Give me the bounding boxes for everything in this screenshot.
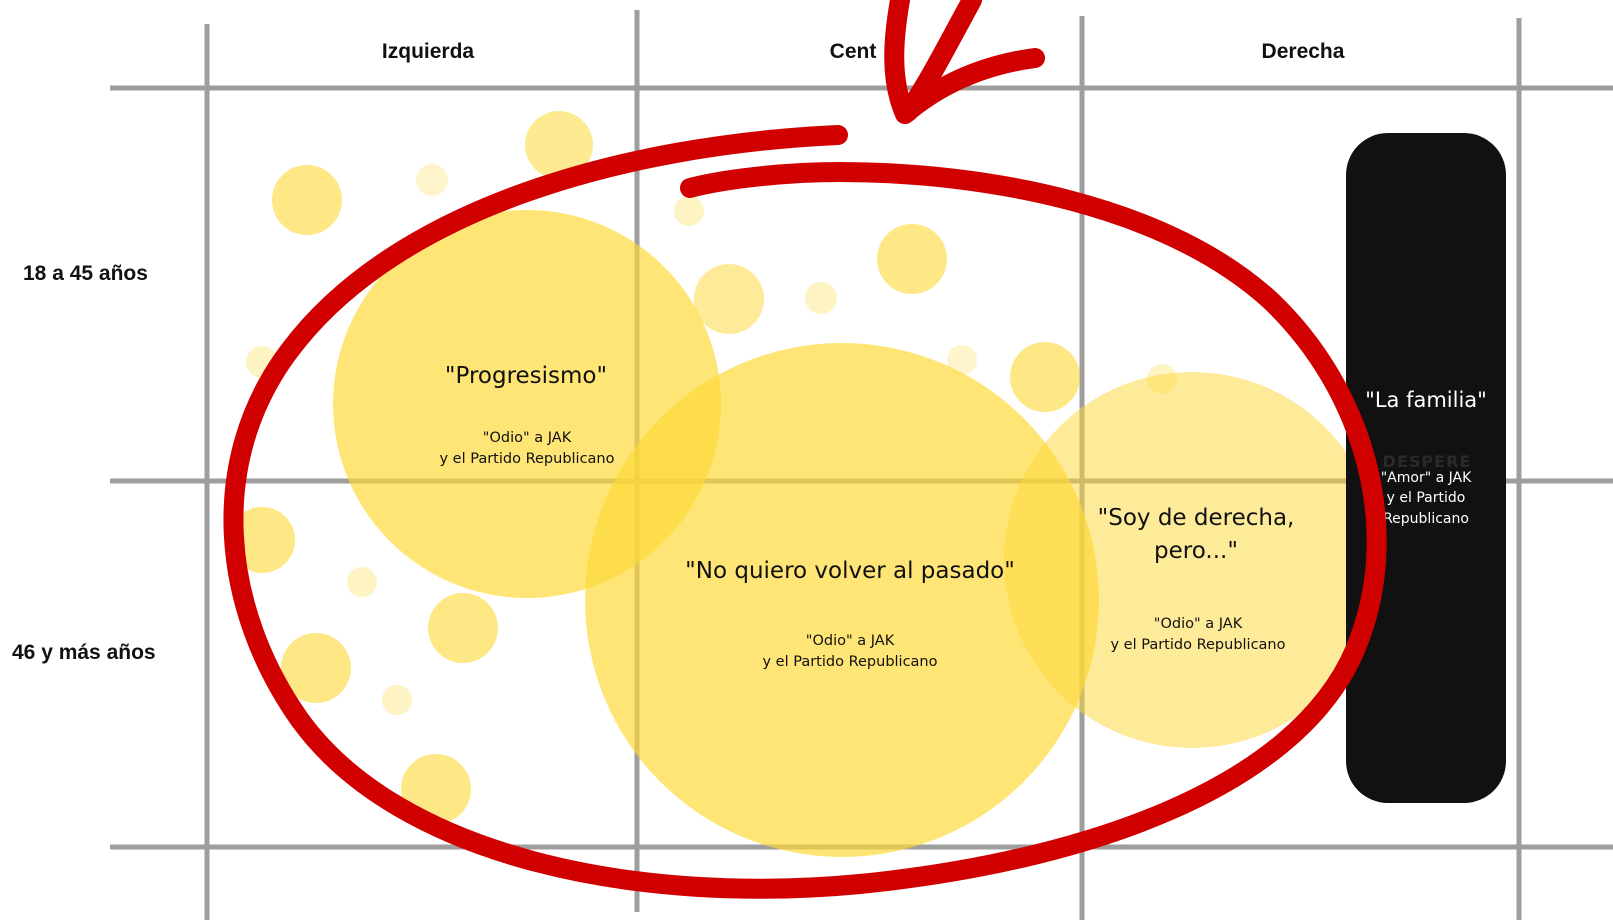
row-header-46-mas: 46 y más años xyxy=(12,641,156,664)
column-header-centro: Cent xyxy=(829,40,877,63)
dot xyxy=(428,593,498,663)
dot xyxy=(694,264,764,334)
card-title: "La familia" xyxy=(1365,388,1487,412)
pasado-sub-line2: y el Partido Republicano xyxy=(762,654,938,671)
derecha-subtitle: "Odio" a JAK y el Partido Republicano xyxy=(1110,614,1285,656)
red-arrow-head-left xyxy=(884,0,915,124)
dot xyxy=(674,196,704,226)
red-ellipse-inner-stroke xyxy=(697,165,885,191)
card-sub-line2: y el Partido xyxy=(1386,490,1466,507)
bubble-no-quiero-volver xyxy=(585,343,1099,857)
row-header-18-45: 18 a 45 años xyxy=(23,262,148,285)
dot xyxy=(1010,342,1080,412)
red-arrow-annotation xyxy=(884,0,1045,124)
pasado-title: "No quiero volver al pasado" xyxy=(685,558,1015,584)
derecha-title: "Soy de derecha, pero..." xyxy=(1098,502,1295,569)
card-subtitle: "Amor" a JAK y el Partido Republicano xyxy=(1381,468,1472,529)
dot xyxy=(272,165,342,235)
column-header-derecha: Derecha xyxy=(1261,40,1345,63)
decorative-dots xyxy=(229,111,1177,824)
progresismo-sub-line1: "Odio" a JAK xyxy=(482,430,572,446)
red-arrow-head-right xyxy=(895,48,1045,124)
red-circle-annotation xyxy=(223,125,1387,899)
card-sub-line1: "Amor" a JAK xyxy=(1380,470,1472,486)
derecha-title-line1: "Soy de derecha, xyxy=(1097,505,1295,531)
card-hidden-text: DESPERE xyxy=(1382,452,1472,471)
card-sub-line3: Republicano xyxy=(1383,510,1469,527)
dot xyxy=(347,567,377,597)
derecha-title-line2: pero..." xyxy=(1154,538,1238,565)
dot xyxy=(947,345,977,375)
dot xyxy=(877,224,947,294)
column-header-izquierda: Izquierda xyxy=(381,40,475,63)
dot xyxy=(525,111,593,179)
dot xyxy=(805,282,837,314)
progresismo-sub-line2: y el Partido Republicano xyxy=(439,451,615,468)
progresismo-title: "Progresismo" xyxy=(444,363,608,389)
progresismo-subtitle: "Odio" a JAK y el Partido Republicano xyxy=(439,428,614,470)
derecha-sub-line1: "Odio" a JAK xyxy=(1153,616,1243,632)
bubble-soy-de-derecha xyxy=(1004,372,1380,748)
pasado-subtitle: "Odio" a JAK y el Partido Republicano xyxy=(762,631,937,673)
dot xyxy=(382,685,412,715)
dot xyxy=(281,633,351,703)
derecha-sub-line2: y el Partido Republicano xyxy=(1110,637,1286,654)
dot xyxy=(416,164,448,196)
red-ellipse-stroke xyxy=(223,125,1387,899)
pasado-sub-line1: "Odio" a JAK xyxy=(805,633,895,649)
